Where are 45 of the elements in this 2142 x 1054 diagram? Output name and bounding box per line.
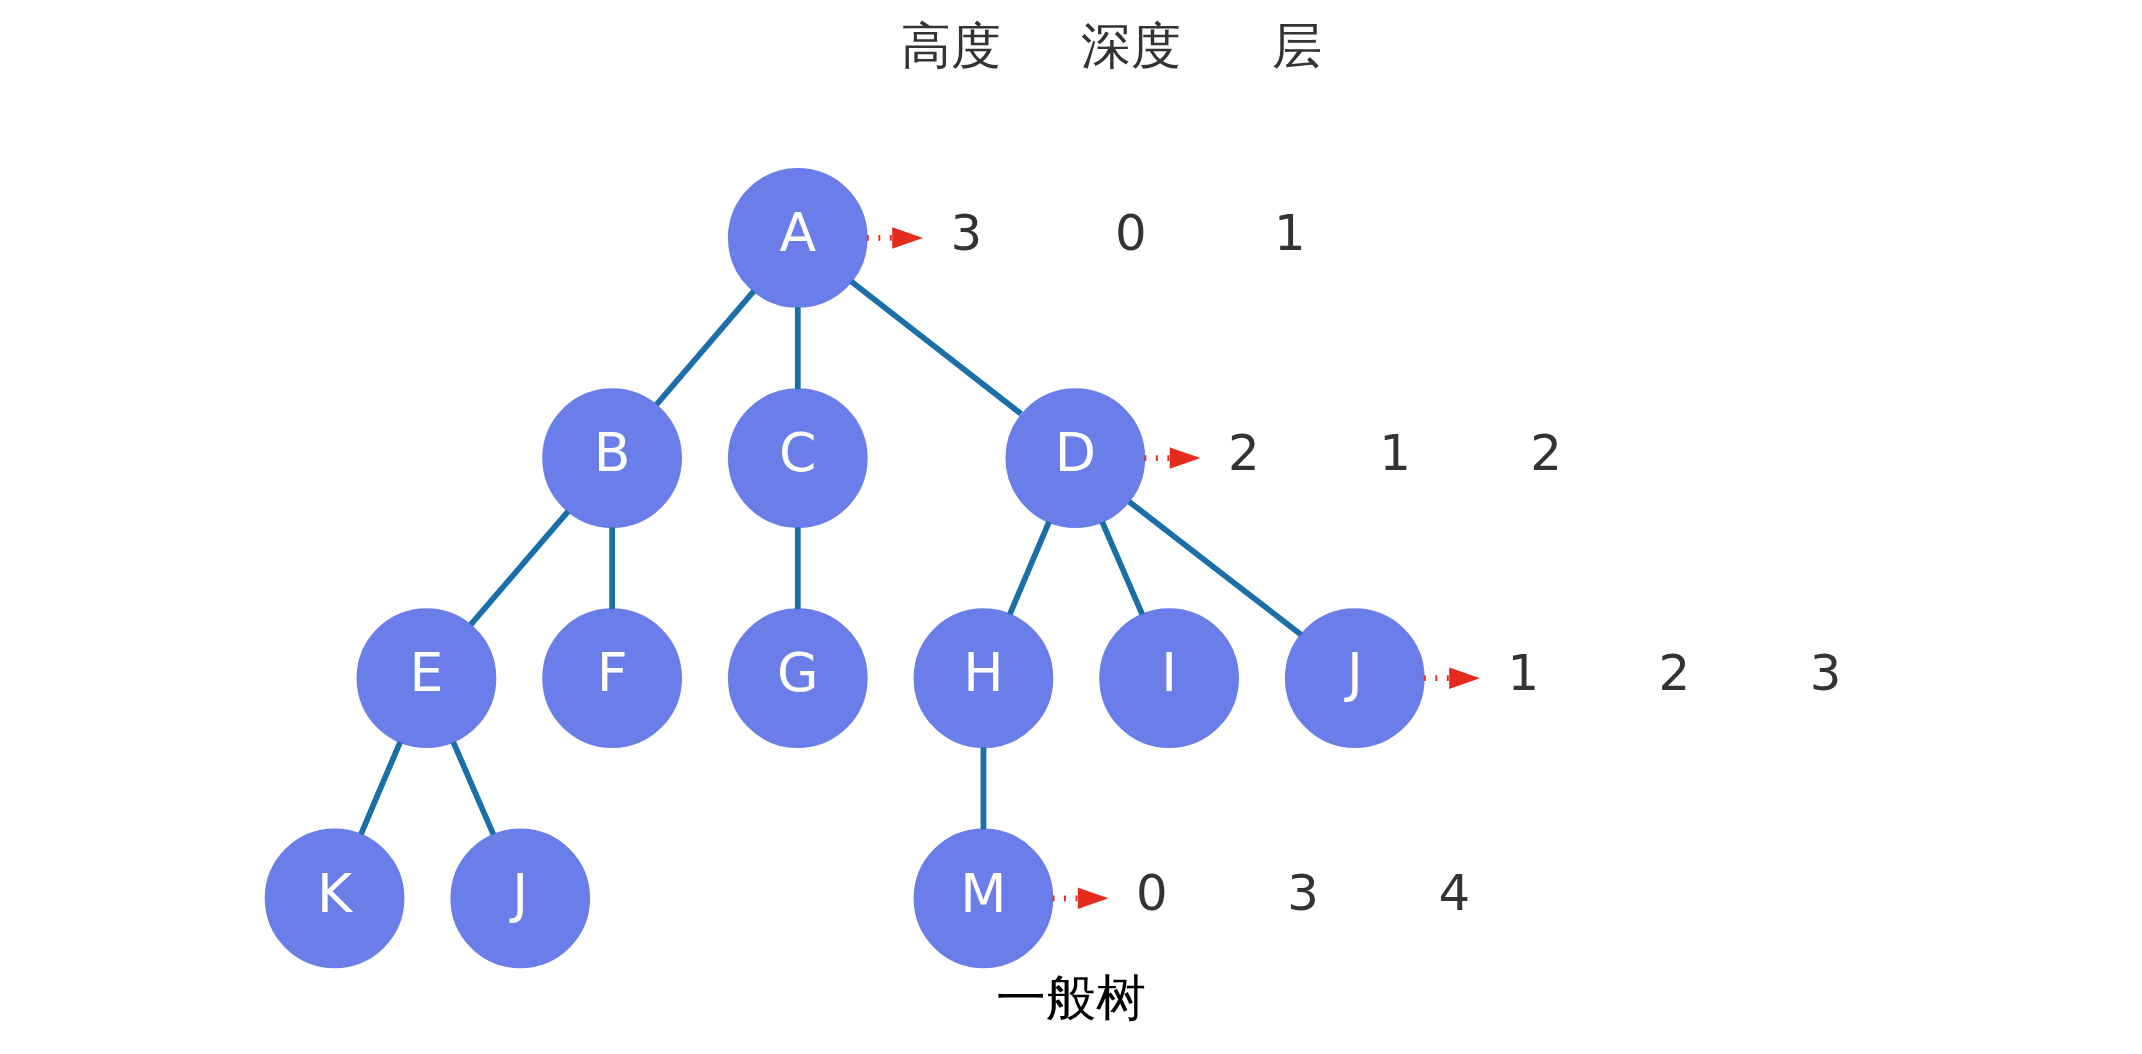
- arrow: [1052, 887, 1109, 910]
- connector: [1006, 520, 1052, 616]
- node-circle: D: [1004, 388, 1145, 528]
- label: 3: [1809, 644, 1841, 703]
- node-circle: J: [1284, 608, 1425, 749]
- node-circle: J: [449, 828, 590, 969]
- caption: 一般树: [996, 968, 1146, 1027]
- connector: [450, 740, 496, 836]
- label: 2: [1529, 424, 1562, 483]
- label: 深度: [1080, 17, 1181, 76]
- node-circle: K: [264, 828, 404, 969]
- connector: [849, 279, 1023, 417]
- arrow: [1143, 447, 1200, 469]
- node-circle: M: [913, 828, 1053, 969]
- connector: [468, 509, 570, 627]
- label: 层: [1271, 17, 1322, 76]
- connector: [980, 747, 986, 830]
- node-text: 1: [1506, 644, 1539, 703]
- connector: [1099, 520, 1145, 616]
- node-circle: B: [541, 388, 682, 528]
- node-circle: A: [727, 168, 868, 308]
- node-circle: E: [356, 608, 496, 749]
- node-circle: G: [727, 608, 868, 749]
- label: 0: [1114, 204, 1147, 263]
- label: 2: [1658, 644, 1690, 703]
- connector: [653, 289, 756, 407]
- connector: [794, 527, 801, 610]
- node-circle: I: [1098, 608, 1239, 749]
- node-text: 3: [949, 204, 982, 263]
- label: 3: [1286, 864, 1319, 923]
- label: 1: [1378, 424, 1411, 483]
- connector: [794, 307, 801, 389]
- connector: [1126, 499, 1303, 637]
- node-circle: H: [913, 608, 1053, 749]
- node-text: 2: [1227, 424, 1260, 483]
- label: 高度: [900, 17, 1001, 76]
- node-text: 0: [1135, 864, 1168, 923]
- label: 4: [1438, 864, 1470, 923]
- arrow: [1423, 667, 1480, 689]
- arrow: [866, 227, 923, 249]
- node-circle: F: [541, 608, 682, 749]
- connector: [357, 741, 403, 836]
- connector: [608, 527, 615, 610]
- node-circle: C: [727, 388, 868, 528]
- label: 1: [1273, 204, 1306, 263]
